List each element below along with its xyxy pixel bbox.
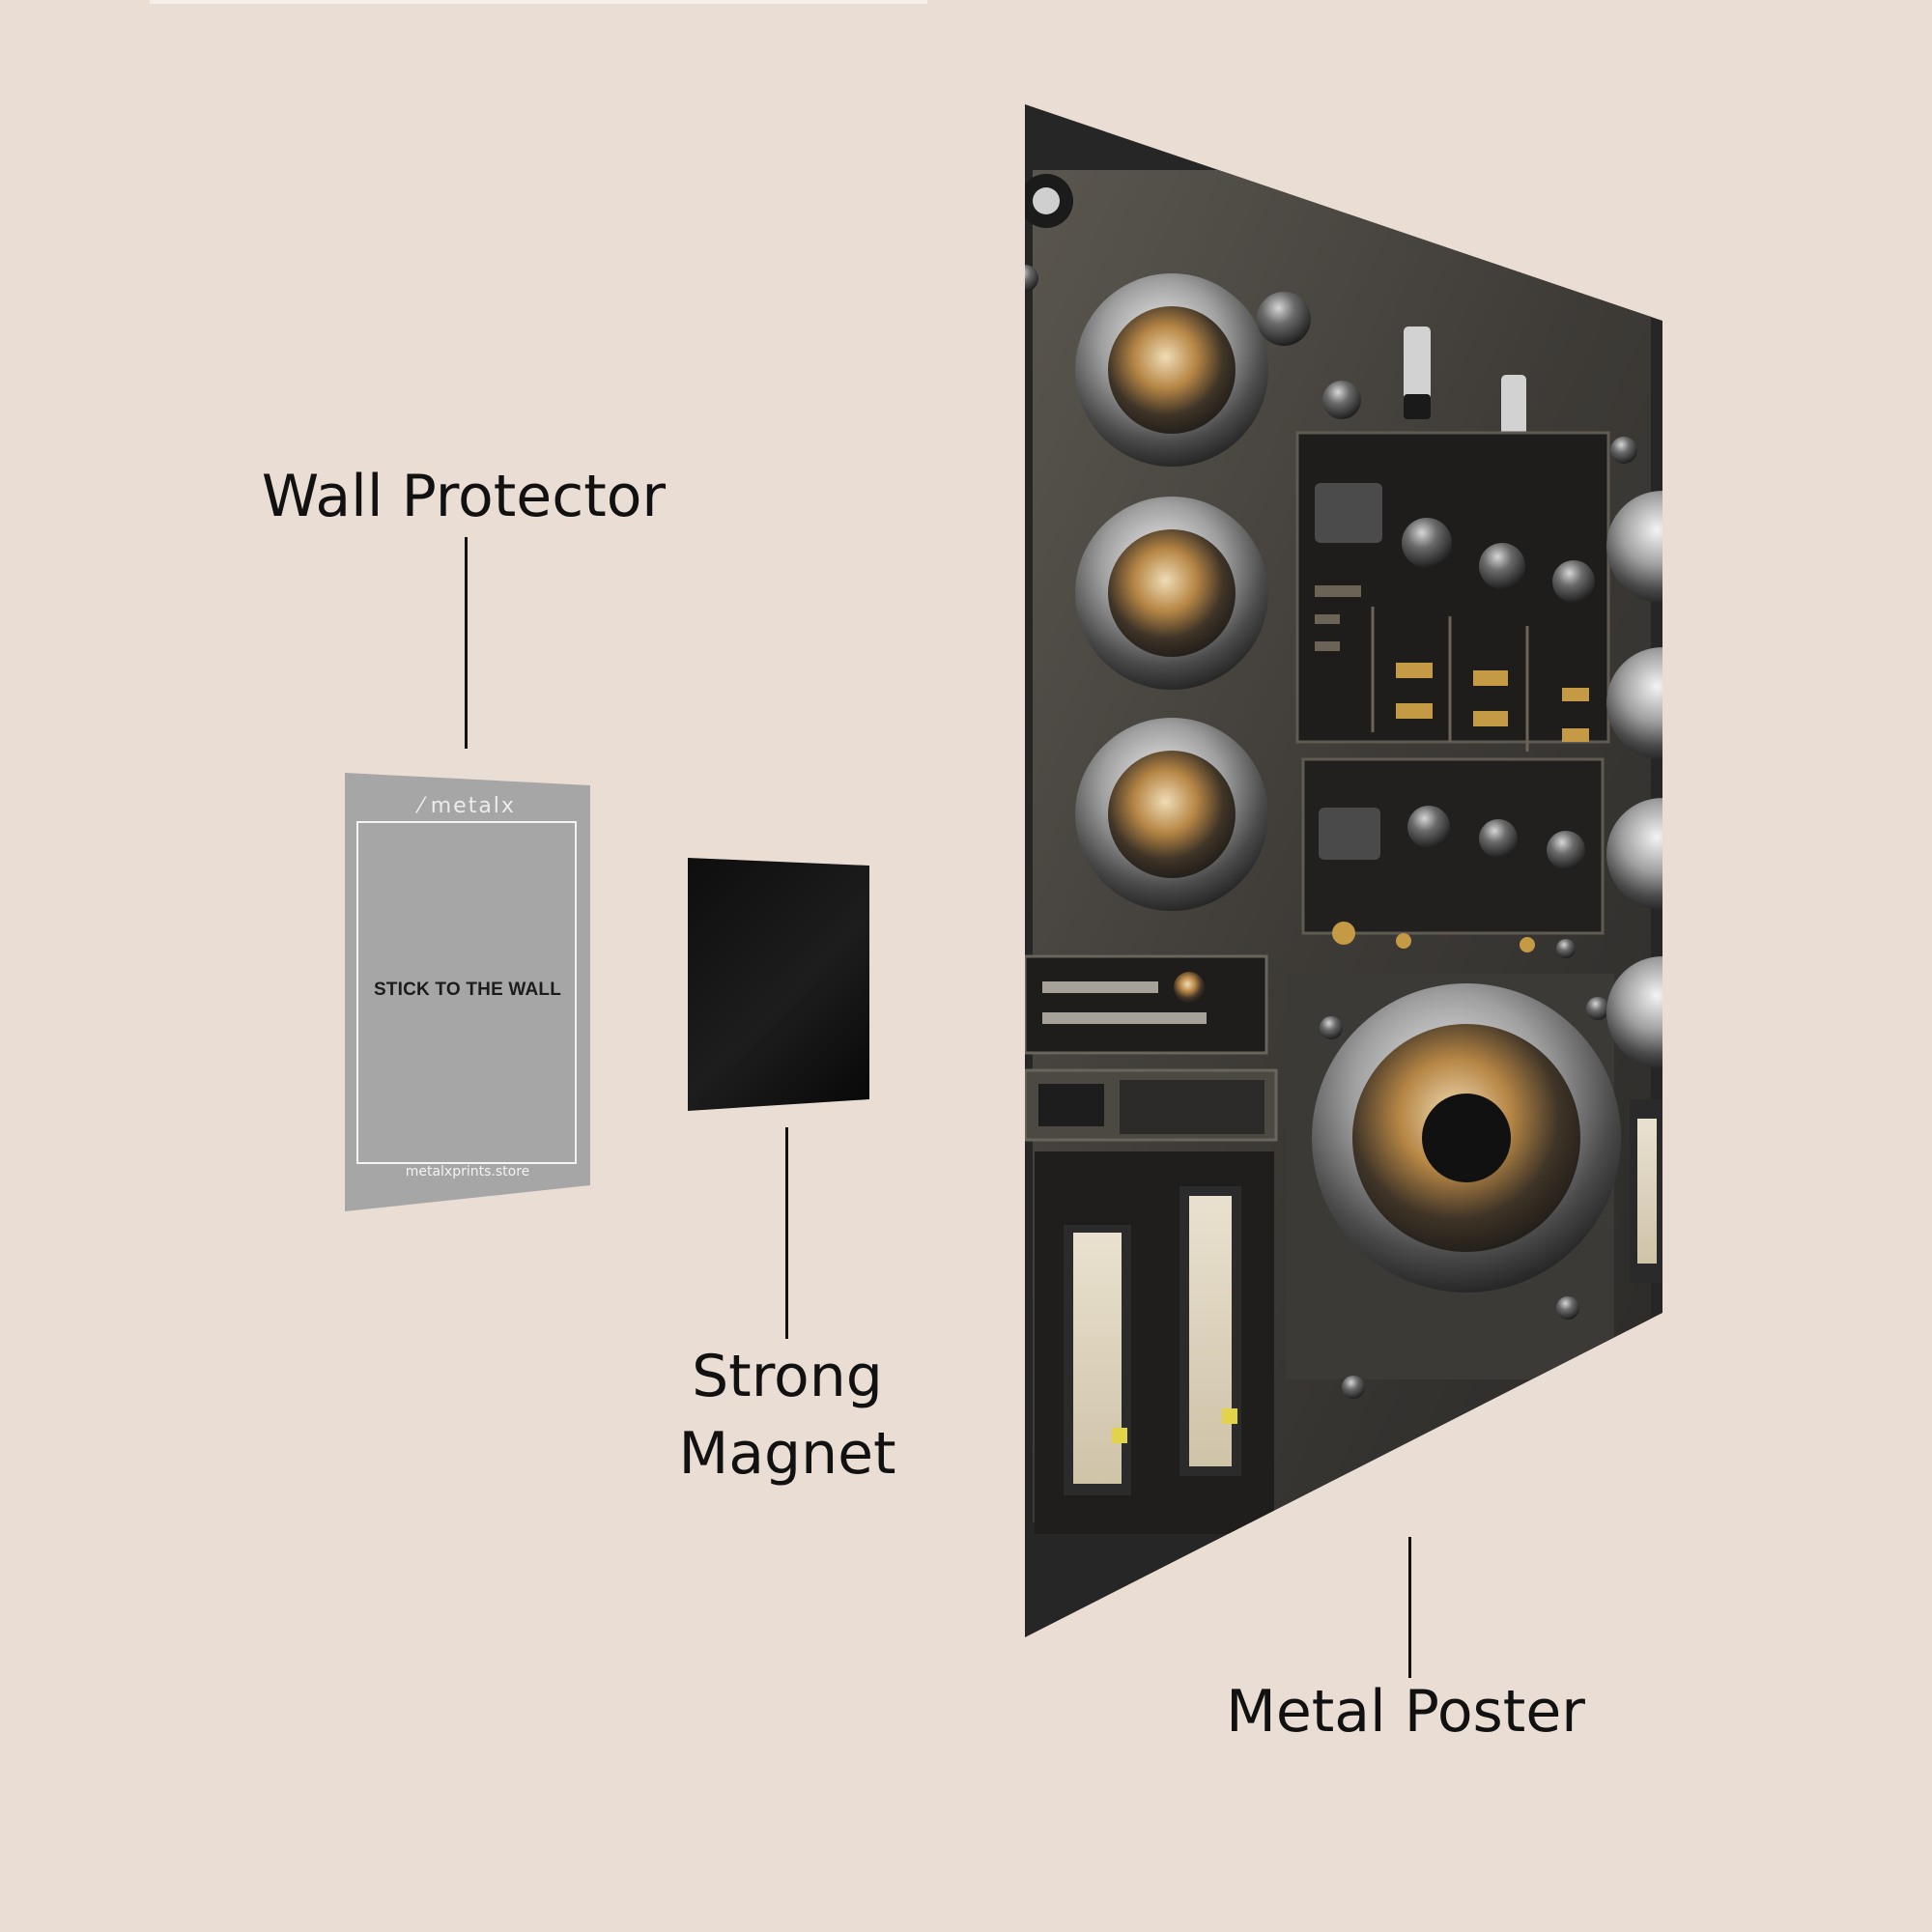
metalx-logo: ⁄metalx — [345, 794, 590, 818]
magnet-label: Magnet — [678, 1420, 896, 1488]
metal-poster-label: Metal Poster — [1226, 1678, 1585, 1746]
wall-protector-plate: ⁄metalx STICK TO THE WALL metalxprints.s… — [345, 773, 590, 1211]
metal-poster — [1025, 104, 1662, 1637]
center-secondary-panel — [1301, 757, 1605, 958]
speaker-cone — [1286, 974, 1621, 1399]
metal-poster-leader-line — [1408, 1537, 1411, 1678]
strong-magnet-plate — [688, 858, 869, 1111]
metalx-logo-text: metalx — [430, 794, 516, 818]
top-strip — [150, 0, 927, 4]
right-knob-column — [1606, 491, 1662, 1283]
left-knob-column — [1075, 273, 1268, 911]
stick-to-wall-text: STICK TO THE WALL — [373, 980, 562, 1000]
poster-artwork — [1025, 104, 1662, 1637]
protector-frame — [356, 821, 577, 1164]
left-control-deck — [1025, 954, 1278, 1534]
strong-label: Strong — [692, 1343, 883, 1410]
wall-protector-leader-line — [465, 537, 468, 749]
center-display-panel — [1295, 431, 1610, 752]
wall-protector-label: Wall Protector — [261, 463, 667, 530]
metalx-logo-icon: ⁄ — [419, 794, 425, 818]
website-text: metalxprints.store — [405, 1164, 530, 1179]
magnet-leader-line — [785, 1127, 788, 1339]
